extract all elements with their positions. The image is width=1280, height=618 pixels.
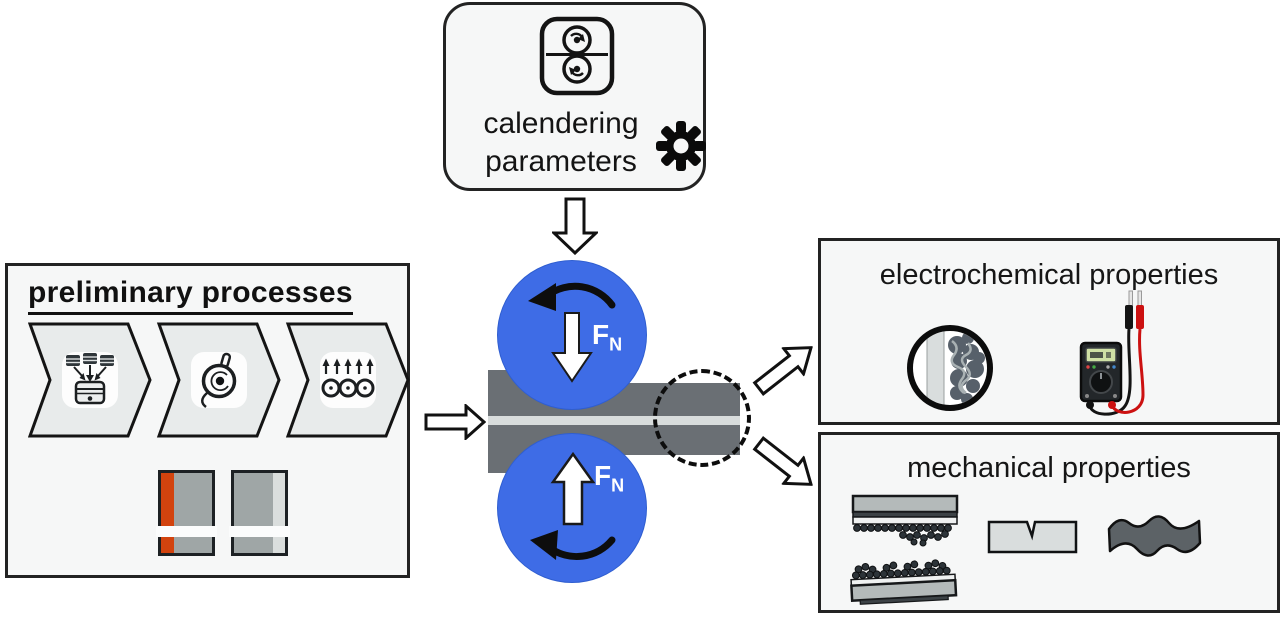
arrow-to-mechanical — [752, 436, 814, 486]
electrochemical-title: electrochemical properties — [879, 259, 1219, 291]
process-chevron-drying — [285, 322, 410, 438]
rotation-arrow-icon — [528, 282, 616, 383]
rotation-arrow-icon — [530, 451, 616, 560]
electrode-sample-anode — [156, 470, 217, 556]
calender-rolls-icon — [539, 16, 615, 96]
mechanical-title: mechanical properties — [907, 452, 1191, 484]
drying-icon — [321, 358, 375, 398]
top-roller: FN — [497, 260, 647, 410]
preliminary-title: preliminary processes — [28, 276, 353, 315]
mixing-icon — [66, 353, 114, 405]
calendering-label-line1: calendering — [483, 107, 639, 140]
gear-icon — [656, 121, 706, 171]
parameters-input-arrow-icon — [552, 197, 598, 255]
electrode-microstructure-icon — [907, 325, 993, 411]
process-chevron-coating — [156, 322, 281, 438]
electrochemical-panel: electrochemical properties — [818, 238, 1280, 425]
process-chevron-mixing — [28, 322, 152, 438]
current-collector-foil — [488, 416, 740, 425]
preliminary-processes-panel: preliminary processes — [5, 263, 410, 578]
process-chevron-row — [28, 322, 410, 438]
calendering-parameters-box: calendering parameters — [443, 2, 706, 191]
sample-highlight-band — [229, 526, 290, 537]
calendering-box-label: calendering parameters — [456, 105, 666, 181]
inspection-dashed-circle — [653, 369, 751, 467]
infeed-arrow-icon — [424, 404, 486, 440]
adhesion-test-icon — [850, 494, 959, 605]
flexibility-icon — [1107, 515, 1202, 557]
multimeter-icon — [1079, 290, 1145, 416]
notched-specimen-icon — [987, 520, 1078, 554]
force-label: FN — [594, 460, 625, 496]
normal-force-arrow-up — [550, 451, 596, 526]
bottom-roller: FN — [497, 433, 647, 583]
calendering-label-line2: parameters — [485, 145, 637, 178]
arrow-to-electrochemical — [752, 346, 814, 396]
normal-force-arrow-down — [551, 312, 593, 383]
mechanical-panel: mechanical properties — [818, 432, 1280, 613]
anode-foil-edge — [161, 473, 174, 553]
force-label: FN — [592, 319, 623, 355]
sample-highlight-band — [156, 526, 217, 537]
cathode-foil-edge — [273, 473, 285, 553]
electrode-sample-cathode — [229, 470, 290, 556]
coating-icon — [201, 352, 237, 408]
